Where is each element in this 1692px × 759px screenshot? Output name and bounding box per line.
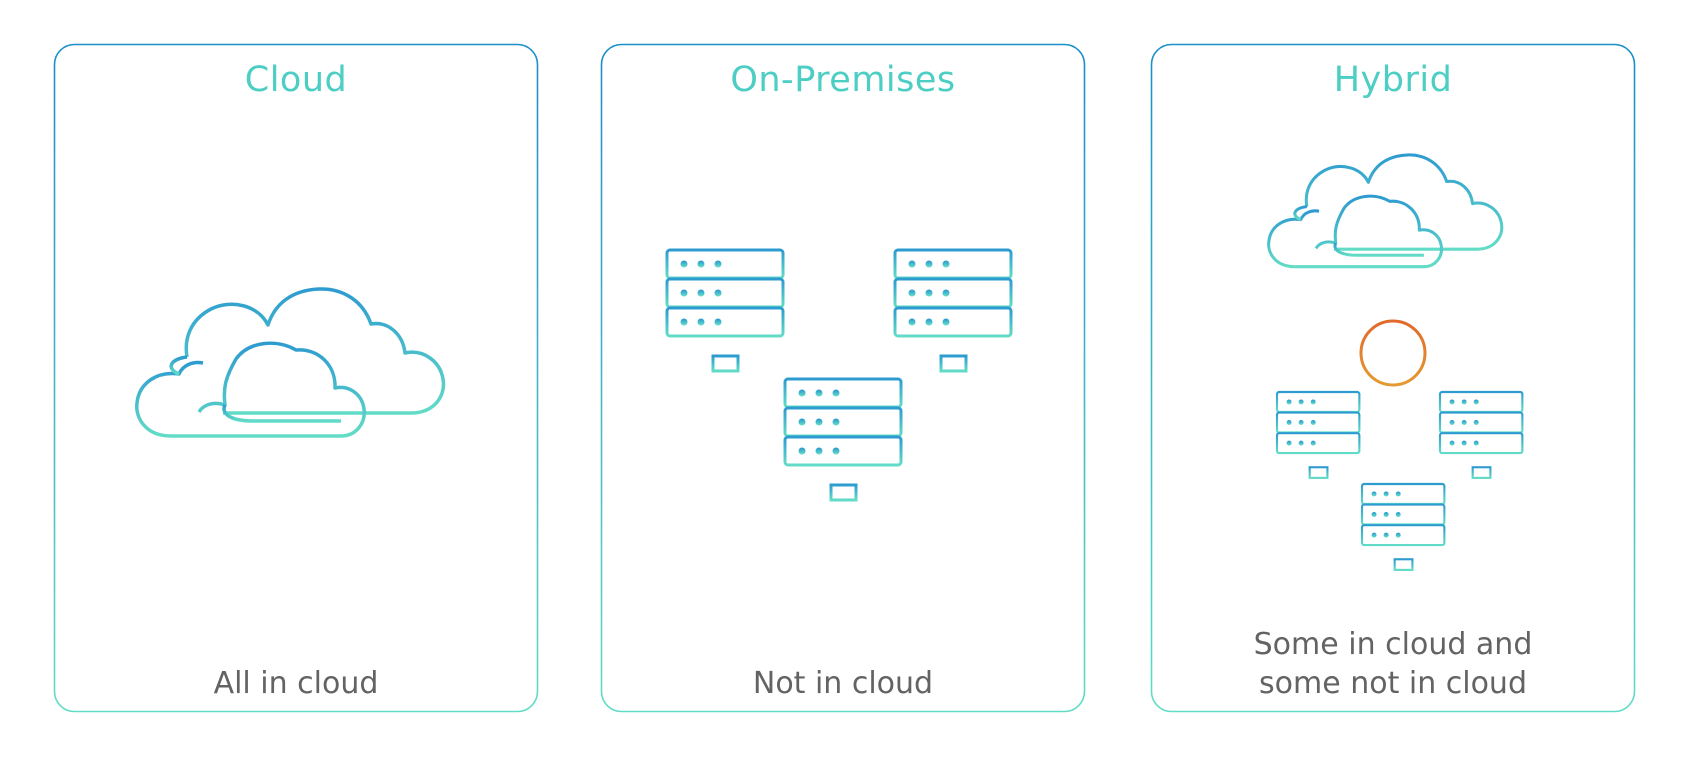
panel-frame — [600, 43, 1086, 713]
server-icon — [1355, 482, 1452, 571]
panel-title: Hybrid — [1333, 60, 1453, 100]
caption-line: All in cloud — [213, 666, 379, 701]
server-icon — [776, 377, 911, 502]
server-icon — [658, 248, 793, 373]
panel-cloud: Cloud All in cloud — [53, 43, 539, 713]
panel-frame — [1150, 43, 1636, 713]
caption-line: some not in cloud — [1259, 666, 1527, 701]
plus-icon — [1359, 319, 1427, 387]
caption-line: Not in cloud — [752, 666, 934, 701]
hybrid-illustration — [1267, 153, 1530, 571]
caption-line: Some in cloud and — [1253, 627, 1533, 662]
server-icon — [1270, 390, 1367, 479]
panel-title: Cloud — [244, 60, 348, 100]
server-icon — [1433, 390, 1530, 479]
panel-title: On-Premises — [730, 60, 956, 100]
panel-hybrid: Hybrid Some in cloud and some not in clo… — [1150, 43, 1636, 713]
panel-on-premises: On-Premises Not in cloud — [600, 43, 1086, 713]
cloud-icon — [135, 287, 446, 438]
panel-frame — [53, 43, 539, 713]
panel-caption: Not in cloud — [600, 664, 1086, 703]
cloud-icon — [1267, 153, 1504, 269]
server-icon — [658, 248, 1021, 502]
server-icon — [886, 248, 1021, 373]
panel-caption: Some in cloud and some not in cloud — [1150, 625, 1636, 703]
panel-caption: All in cloud — [53, 664, 539, 703]
